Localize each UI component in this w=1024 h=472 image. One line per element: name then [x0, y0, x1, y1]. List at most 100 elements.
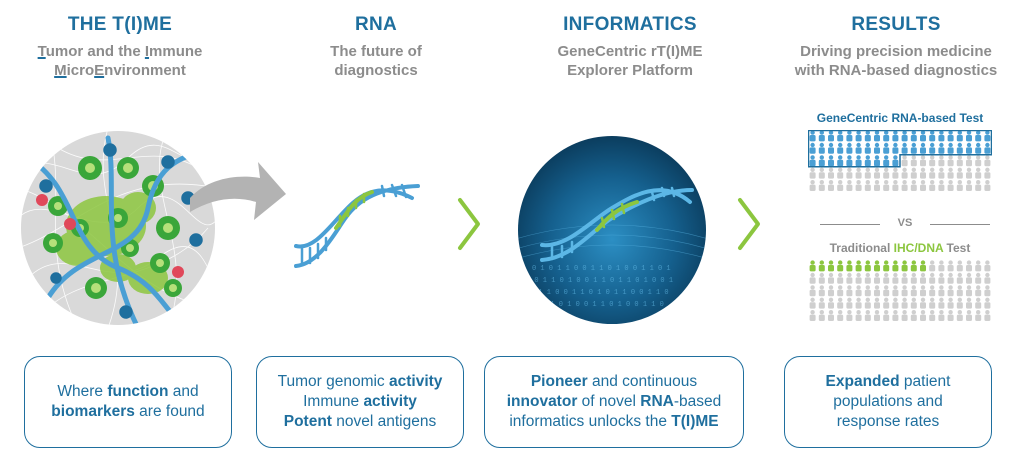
person-icon — [975, 155, 982, 167]
person-icon — [883, 285, 890, 297]
responder-person-icon — [901, 130, 908, 142]
chevron-right-icon — [738, 198, 760, 250]
person-icon — [966, 272, 972, 284]
person-icon — [920, 180, 926, 191]
column-rna: RNA The future of diagnostics — [256, 0, 496, 80]
chevron-right-icon — [458, 198, 480, 250]
responder-person-icon — [818, 260, 825, 272]
person-icon — [901, 310, 908, 321]
person-icon — [938, 285, 945, 297]
person-icon — [910, 180, 917, 191]
tumor-microenvironment-illustration — [21, 131, 215, 325]
column-subtitle: The future of diagnostics — [256, 42, 496, 80]
person-icon — [837, 167, 844, 179]
responder-person-icon — [929, 130, 936, 142]
person-icon — [837, 180, 844, 191]
responder-person-icon — [984, 142, 991, 154]
responder-person-icon — [855, 142, 862, 154]
responder-person-icon — [892, 260, 899, 272]
person-icon — [984, 180, 991, 191]
emphasis-text: Pioneer — [530, 373, 588, 390]
person-icon — [929, 180, 936, 191]
responder-person-icon — [864, 155, 871, 167]
person-icon — [947, 180, 954, 191]
person-icon — [818, 297, 825, 309]
person-icon — [809, 297, 816, 309]
person-icon — [864, 167, 871, 179]
test-b-label: Traditional IHC/DNA Test — [829, 241, 971, 255]
person-icon — [864, 285, 871, 297]
responder-person-icon — [864, 260, 871, 272]
person-icon — [883, 297, 890, 309]
emphasis-text: T(I)ME — [671, 413, 719, 430]
person-icon — [975, 167, 982, 179]
person-icon — [837, 310, 844, 321]
person-icon — [910, 167, 917, 179]
person-icon — [855, 285, 862, 297]
person-icon — [901, 180, 908, 191]
responder-person-icon — [874, 155, 880, 167]
person-icon — [920, 155, 926, 167]
person-icon — [837, 272, 844, 284]
person-icon — [956, 167, 963, 179]
person-icon — [892, 285, 899, 297]
responder-person-icon — [892, 142, 899, 154]
person-icon — [828, 285, 834, 297]
responder-person-icon — [828, 130, 834, 142]
responder-person-icon — [901, 260, 908, 272]
person-icon — [984, 260, 991, 272]
person-icon — [956, 297, 963, 309]
responder-person-icon — [883, 155, 890, 167]
person-icon — [855, 297, 862, 309]
person-icon — [966, 310, 972, 321]
emphasis-text: biomarkers — [51, 403, 135, 420]
vs-divider: VS — [820, 217, 990, 231]
responder-person-icon — [929, 142, 936, 154]
person-icon — [938, 310, 945, 321]
person-icon — [874, 180, 880, 191]
responder-person-icon — [947, 130, 954, 142]
person-icon — [984, 167, 991, 179]
subtitle-line: GeneCentric rT(I)ME — [557, 43, 703, 60]
person-icon — [837, 297, 844, 309]
person-icon — [910, 310, 917, 321]
person-icon — [929, 272, 936, 284]
person-icon — [818, 285, 825, 297]
person-icon — [809, 272, 816, 284]
emphasis-text: activity — [363, 393, 417, 410]
box-text-run: Where — [57, 383, 108, 400]
person-icon — [984, 272, 991, 284]
person-icon — [855, 310, 862, 321]
subtitle-text: nvironment — [104, 62, 186, 79]
box-text-run: and — [168, 383, 199, 400]
person-icon — [975, 260, 982, 272]
responder-person-icon — [874, 130, 880, 142]
responder-person-icon — [864, 130, 871, 142]
person-icon — [947, 155, 954, 167]
test-b-people-grid — [809, 260, 991, 321]
responder-person-icon — [956, 130, 963, 142]
person-icon — [892, 272, 899, 284]
person-icon — [901, 272, 908, 284]
person-icon — [938, 297, 945, 309]
person-icon — [984, 285, 991, 297]
rna-strand-illustration — [294, 183, 420, 268]
responder-person-icon — [828, 260, 834, 272]
responder-person-icon — [855, 155, 862, 167]
column-title: THE T(I)ME — [67, 14, 173, 35]
subtitle-line: with RNA-based diagnostics — [794, 62, 998, 79]
box-text-run: Tumor genomic — [277, 373, 389, 390]
person-icon — [956, 155, 963, 167]
person-icon — [818, 310, 825, 321]
person-icon — [920, 297, 926, 309]
svg-text:1 1 0 1 0 0 1 1 0 1 0 0 1 1 0: 1 1 0 1 0 0 1 1 0 1 0 0 1 1 0 — [542, 301, 664, 309]
vs-label: VS — [897, 217, 913, 229]
person-icon — [938, 167, 945, 179]
subtitle-line: diagnostics — [334, 62, 418, 79]
person-icon — [984, 310, 991, 321]
person-icon — [846, 180, 853, 191]
box-text-run: response rates — [836, 413, 940, 430]
